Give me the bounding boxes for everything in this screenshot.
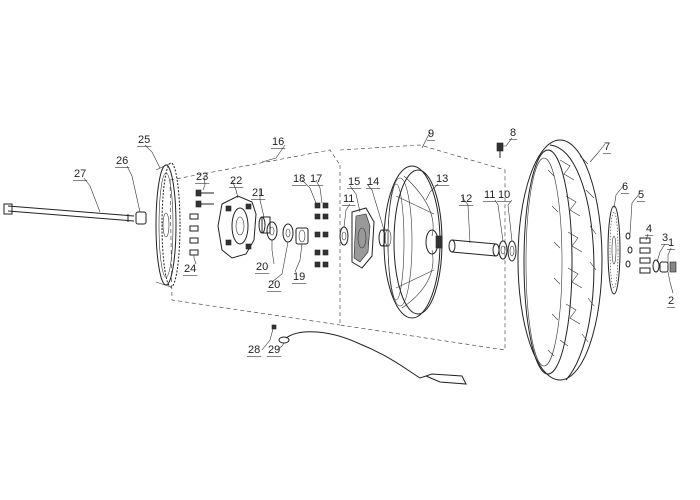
callout-25: 25 xyxy=(138,134,150,146)
axle-nut xyxy=(669,261,677,273)
hub-damper xyxy=(351,207,375,269)
callout-1: 1 xyxy=(668,237,674,249)
callout-11-right: 11 xyxy=(484,189,495,201)
brake-disc xyxy=(607,205,621,295)
callout-9: 9 xyxy=(428,128,434,140)
callout-7: 7 xyxy=(604,141,610,153)
callout-20-upper: 20 xyxy=(256,261,268,273)
rim xyxy=(383,165,443,319)
right-wheel-bearing xyxy=(498,240,508,260)
studs xyxy=(195,189,214,208)
callout-10: 10 xyxy=(498,189,510,201)
tire-valve xyxy=(496,142,504,158)
hub-bolts xyxy=(639,237,651,274)
damper-sleeve xyxy=(295,227,309,245)
callout-15: 15 xyxy=(348,176,360,188)
sensor-screw xyxy=(271,324,277,330)
callout-4: 4 xyxy=(646,223,652,235)
callout-6: 6 xyxy=(622,181,628,193)
callout-22: 22 xyxy=(230,175,242,187)
callout-11-left: 11 xyxy=(343,193,354,205)
group-box-16 xyxy=(169,149,341,326)
callout-27: 27 xyxy=(74,168,86,180)
callout-20-lower: 20 xyxy=(268,279,280,291)
tire xyxy=(517,139,603,381)
callout-23: 23 xyxy=(196,171,208,183)
callout-24: 24 xyxy=(184,263,196,275)
disc-bolts xyxy=(625,232,633,268)
hub-sleeve xyxy=(448,239,500,257)
callout-2: 2 xyxy=(668,295,674,307)
sprocket xyxy=(155,162,181,288)
bearings xyxy=(266,221,294,243)
sprocket-carrier xyxy=(217,195,257,259)
callout-26: 26 xyxy=(116,155,128,167)
left-wheel-bearing xyxy=(339,226,349,246)
callout-16: 16 xyxy=(272,136,284,148)
oil-seal xyxy=(507,240,517,262)
axle-collar xyxy=(659,261,669,273)
callout-12: 12 xyxy=(460,193,472,205)
callout-3: 3 xyxy=(662,232,668,244)
callout-29: 29 xyxy=(268,344,280,356)
axle-washer xyxy=(652,259,660,273)
carrier-spacer xyxy=(258,216,271,234)
callout-14: 14 xyxy=(367,176,379,188)
callout-labels: 1 2 3 4 5 6 7 8 9 10 11 11 12 13 14 15 1… xyxy=(73,127,676,357)
damper-rubbers xyxy=(314,202,329,268)
callout-8: 8 xyxy=(510,127,516,139)
callout-19: 19 xyxy=(293,271,305,283)
leader-lines xyxy=(83,131,674,351)
group-box-9 xyxy=(339,144,506,351)
hub-spacer xyxy=(378,229,392,247)
axle xyxy=(3,203,135,222)
callout-21: 21 xyxy=(252,187,264,199)
spacer xyxy=(135,211,147,225)
callout-28: 28 xyxy=(248,344,260,356)
sprocket-bolts xyxy=(189,213,199,256)
callout-17: 17 xyxy=(310,173,322,185)
callout-13: 13 xyxy=(436,173,448,185)
callout-5: 5 xyxy=(638,189,644,201)
callout-18: 18 xyxy=(293,173,305,185)
